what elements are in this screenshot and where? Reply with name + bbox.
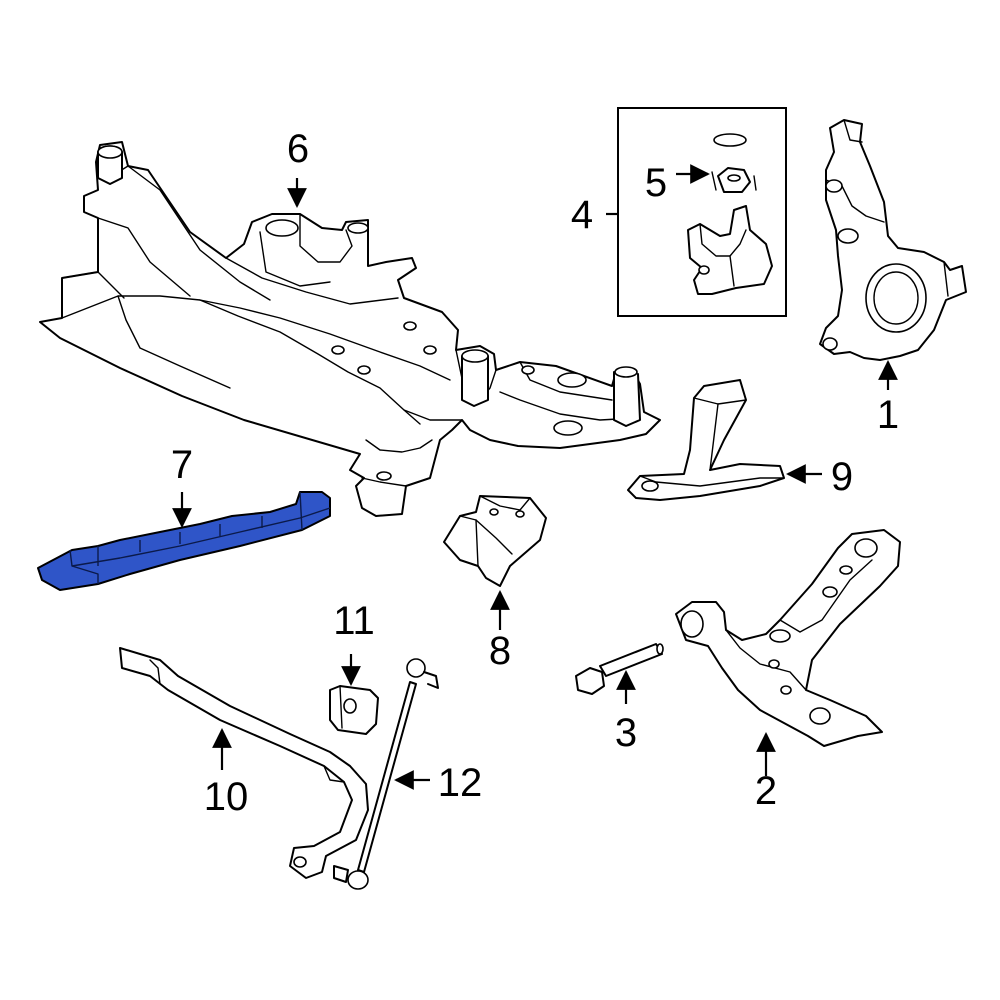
stabilizer-link-part[interactable] (333, 658, 439, 890)
steering-knuckle-part[interactable] (819, 119, 967, 361)
callout-numbers: 1 2 3 4 5 6 7 8 9 10 11 12 (171, 127, 899, 819)
callout-5: 5 (645, 161, 667, 205)
support-bracket-part[interactable] (627, 379, 785, 501)
subframe-part[interactable] (39, 141, 661, 517)
callout-7: 7 (171, 443, 193, 487)
callout-9: 9 (831, 455, 853, 499)
callout-8: 8 (489, 629, 511, 673)
callout-12: 12 (438, 761, 483, 805)
bushing-part[interactable] (329, 685, 379, 735)
bolt-part[interactable] (575, 643, 664, 695)
callout-6: 6 (287, 127, 309, 171)
bracket-part[interactable] (443, 495, 547, 587)
callout-3: 3 (615, 711, 637, 755)
ball-joint-kit-box (617, 107, 787, 317)
callout-10: 10 (204, 775, 249, 819)
stabilizer-bar-part[interactable] (119, 647, 369, 879)
callout-leaders (172, 164, 898, 790)
callout-1: 1 (877, 393, 899, 437)
reinforcement-part-highlighted[interactable] (37, 491, 331, 591)
callout-2: 2 (755, 769, 777, 813)
nut-part[interactable] (711, 167, 757, 193)
o-ring-part[interactable] (713, 133, 747, 147)
lower-control-arm-part[interactable] (675, 529, 901, 747)
callout-11: 11 (333, 599, 375, 643)
callout-4: 4 (571, 193, 593, 237)
ball-joint-part[interactable] (687, 205, 773, 295)
